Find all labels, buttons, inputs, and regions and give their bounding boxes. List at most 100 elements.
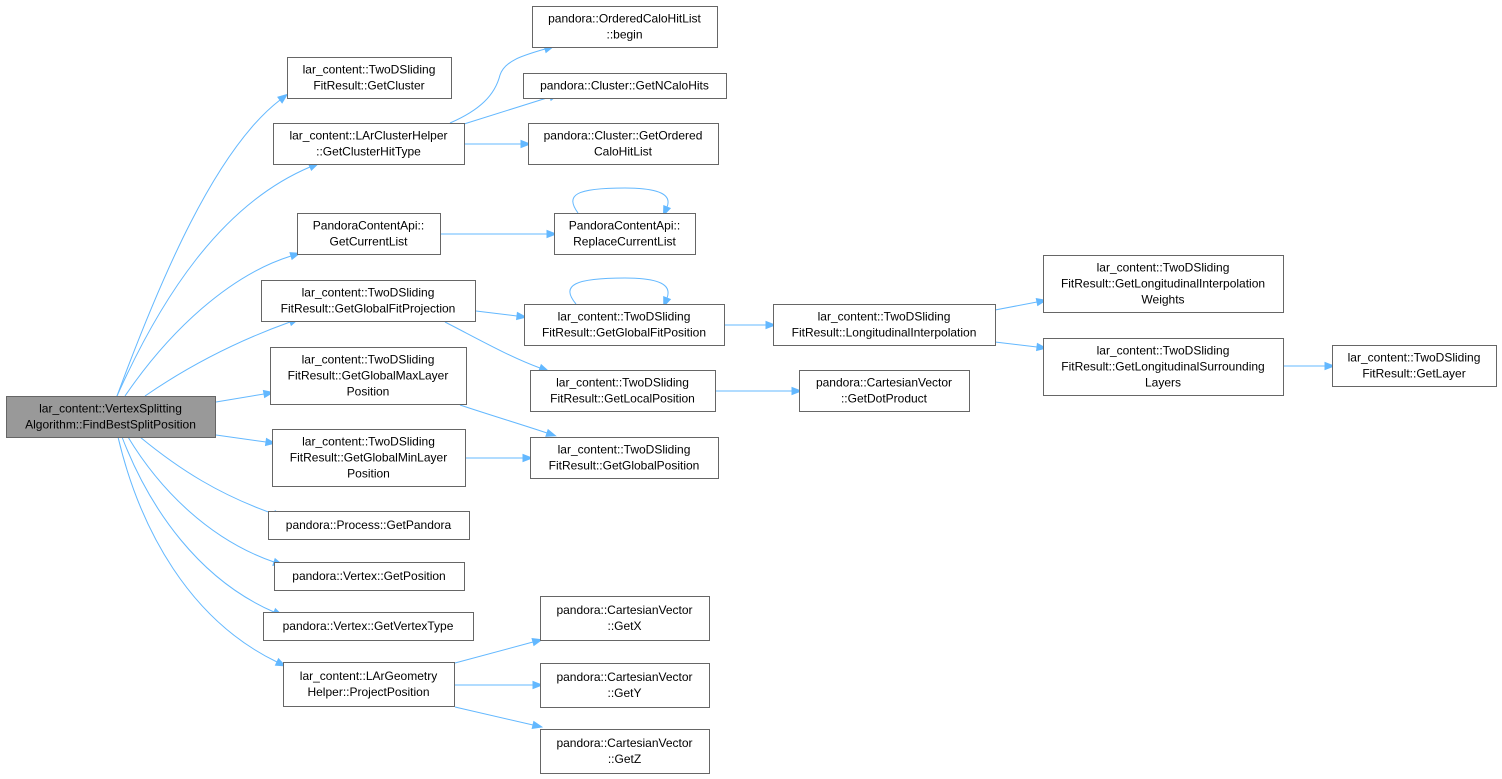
node-label-line: pandora::Process::GetPandora (286, 518, 452, 532)
node-label-line: FitResult::GetLongitudinalInterpolation (1061, 277, 1265, 291)
node-box (274, 562, 465, 591)
node-box (524, 304, 725, 346)
node-getglobalfitposition[interactable]: lar_content::TwoDSlidingFitResult::GetGl… (524, 304, 725, 346)
node-box (261, 280, 476, 322)
node-projectposition[interactable]: lar_content::LArGeometryHelper::ProjectP… (283, 662, 455, 707)
edge-root-to-vertexgetposition (127, 436, 275, 563)
node-getdotproduct[interactable]: pandora::CartesianVector::GetDotProduct (799, 370, 970, 412)
node-label-line: pandora::Vertex::GetPosition (292, 569, 445, 583)
node-getglobalposition[interactable]: lar_content::TwoDSlidingFitResult::GetGl… (530, 437, 719, 479)
node-getclusterhittype[interactable]: lar_content::LArClusterHelper::GetCluste… (273, 123, 465, 165)
node-box (528, 123, 719, 165)
node-label-line: PandoraContentApi:: (569, 219, 680, 233)
node-box (268, 511, 470, 540)
node-label-line: pandora::CartesianVector (556, 670, 692, 684)
node-root[interactable]: lar_content::VertexSplittingAlgorithm::F… (6, 396, 216, 438)
node-label-line: FitResult::LongitudinalInterpolation (792, 326, 977, 340)
node-label-line: lar_content::TwoDSliding (556, 376, 689, 390)
node-label-line: ::GetY (607, 686, 641, 700)
node-getcluster[interactable]: lar_content::TwoDSlidingFitResult::GetCl… (287, 57, 452, 99)
node-label-line: CaloHitList (594, 145, 653, 159)
node-box (297, 213, 441, 255)
edge-root-to-getglobalmaxlayerposition (215, 393, 265, 403)
node-gety[interactable]: pandora::CartesianVector::GetY (540, 663, 710, 708)
node-box (530, 370, 716, 412)
node-getncalohits[interactable]: pandora::Cluster::GetNCaloHits (523, 73, 727, 99)
node-label-line: lar_content::TwoDSliding (1348, 351, 1481, 365)
node-longitudinalinterpolation[interactable]: lar_content::TwoDSlidingFitResult::Longi… (773, 304, 996, 346)
node-getcurrentlist[interactable]: PandoraContentApi::GetCurrentList (297, 213, 441, 255)
node-box (1043, 255, 1284, 313)
node-label-line: lar_content::TwoDSliding (1097, 344, 1230, 358)
edge-layer (116, 48, 1325, 726)
node-getz[interactable]: pandora::CartesianVector::GetZ (540, 729, 710, 774)
node-label-line: lar_content::TwoDSliding (302, 286, 435, 300)
node-getlocalposition[interactable]: lar_content::TwoDSlidingFitResult::GetLo… (530, 370, 716, 412)
node-box (1043, 338, 1284, 396)
node-label-line: Layers (1145, 376, 1181, 390)
node-label-line: Helper::ProjectPosition (307, 685, 429, 699)
node-box (6, 396, 216, 438)
node-getlayer[interactable]: lar_content::TwoDSlidingFitResult::GetLa… (1332, 345, 1497, 387)
node-label-line: lar_content::LArGeometry (300, 669, 437, 683)
node-label-line: lar_content::TwoDSliding (302, 353, 435, 367)
node-label-line: Algorithm::FindBestSplitPosition (25, 418, 196, 432)
arrowhead-replacecurrentlist-to-replacecurrentlist (662, 204, 672, 217)
node-label-line: FitResult::GetGlobalMinLayer (290, 451, 447, 465)
edge-getglobalmaxlayerposition-to-getglobalposition (459, 404, 548, 434)
node-interpolationweights[interactable]: lar_content::TwoDSlidingFitResult::GetLo… (1043, 255, 1284, 313)
node-label-line: FitResult::GetGlobalFitPosition (542, 326, 706, 340)
node-label-line: pandora::Cluster::GetNCaloHits (540, 79, 709, 93)
node-getglobalminlayerposition[interactable]: lar_content::TwoDSlidingFitResult::GetGl… (272, 429, 466, 487)
node-label-line: Weights (1141, 293, 1184, 307)
node-vertexgetposition[interactable]: pandora::Vertex::GetPosition (274, 562, 465, 591)
node-getx[interactable]: pandora::CartesianVector::GetX (540, 596, 710, 641)
node-getpandora[interactable]: pandora::Process::GetPandora (268, 511, 470, 540)
node-label-line: lar_content::LArClusterHelper (289, 129, 447, 143)
node-surroundinglayers[interactable]: lar_content::TwoDSlidingFitResult::GetLo… (1043, 338, 1284, 396)
node-getglobalfitprojection[interactable]: lar_content::TwoDSlidingFitResult::GetGl… (261, 280, 476, 322)
node-box (554, 213, 696, 255)
node-label-line: FitResult::GetGlobalPosition (549, 459, 700, 473)
edge-longitudinalinterpolation-to-interpolationweights (994, 301, 1038, 311)
node-label-line: ::begin (606, 28, 642, 42)
edge-getglobalfitposition-to-getglobalfitposition (569, 277, 669, 305)
edge-root-to-getcluster (116, 99, 281, 397)
edge-getclusterhittype-to-orderedbegin (449, 48, 546, 124)
node-label-line: GetCurrentList (329, 235, 408, 249)
node-label-line: lar_content::TwoDSliding (558, 443, 691, 457)
node-label-line: FitResult::GetGlobalFitProjection (281, 302, 456, 316)
node-label-line: lar_content::TwoDSliding (558, 310, 691, 324)
node-label-line: PandoraContentApi:: (313, 219, 424, 233)
node-getglobalmaxlayerposition[interactable]: lar_content::TwoDSlidingFitResult::GetGl… (270, 347, 467, 405)
node-box (530, 437, 719, 479)
arrowhead-projectposition-to-getx (531, 638, 544, 647)
node-orderedbegin[interactable]: pandora::OrderedCaloHitList::begin (532, 6, 718, 48)
arrowhead-surroundinglayers-to-getlayer (1324, 361, 1336, 371)
node-label-line: pandora::CartesianVector (556, 603, 692, 617)
node-label-line: lar_content::TwoDSliding (818, 310, 951, 324)
node-label-line: lar_content::TwoDSliding (303, 63, 436, 77)
arrowhead-getlocalposition-to-getdotproduct (791, 386, 803, 396)
edge-root-to-getvertextype (121, 436, 275, 613)
node-replacecurrentlist[interactable]: PandoraContentApi::ReplaceCurrentList (554, 213, 696, 255)
arrowhead-getglobalminlayerposition-to-getglobalposition (522, 453, 534, 463)
node-box (540, 729, 710, 774)
node-label-line: pandora::OrderedCaloHitList (548, 12, 701, 26)
node-label-line: FitResult::GetCluster (313, 79, 424, 93)
arrowhead-getclusterhittype-to-getorderedcalohitlist (520, 139, 532, 149)
node-box (773, 304, 996, 346)
node-label-line: FitResult::GetGlobalMaxLayer (288, 369, 449, 383)
edge-root-to-getpandora (139, 436, 275, 515)
edge-root-to-getclusterhittype (116, 166, 311, 397)
node-box (540, 596, 710, 641)
node-label-line: lar_content::TwoDSliding (302, 435, 435, 449)
node-getvertextype[interactable]: pandora::Vertex::GetVertexType (263, 612, 474, 641)
arrowhead-getglobalmaxlayerposition-to-getglobalposition (545, 428, 557, 437)
node-label-line: pandora::Vertex::GetVertexType (283, 619, 454, 633)
arrowhead-projectposition-to-gety (532, 680, 544, 690)
node-label-line: ::GetClusterHitType (316, 145, 421, 159)
node-label-line: ::GetX (607, 619, 641, 633)
